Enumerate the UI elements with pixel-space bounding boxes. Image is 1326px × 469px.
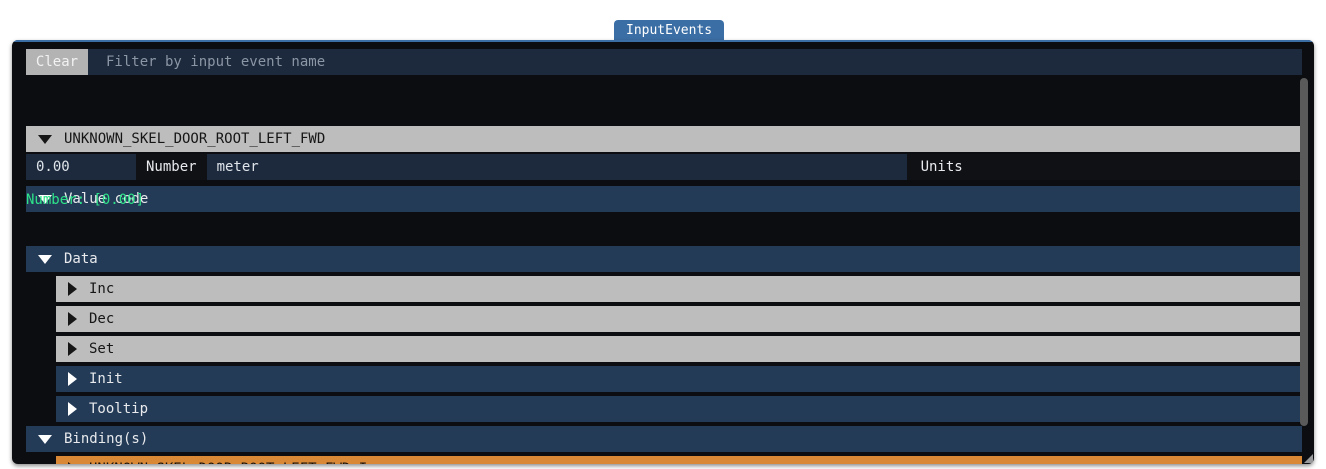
toolbar: Clear Filter by input event name bbox=[26, 49, 1302, 75]
bindings-section-header-row[interactable]: Binding(s) bbox=[26, 426, 1302, 452]
value-number-text: 0.00 bbox=[36, 159, 70, 175]
clear-button-label: Clear bbox=[35, 54, 79, 70]
value-code-text: Number: [0.00] bbox=[26, 192, 145, 208]
triangle-right-icon[interactable] bbox=[68, 462, 77, 464]
data-item-label: Set bbox=[89, 341, 115, 357]
tab-strip: InputEvents bbox=[0, 0, 1326, 42]
binding-item-row[interactable]: UNKNOWN_SKEL_DOOR_ROOT_LEFT_FWD_Inc bbox=[56, 456, 1302, 464]
triangle-down-icon[interactable] bbox=[38, 194, 52, 204]
event-header-row[interactable]: UNKNOWN_SKEL_DOOR_ROOT_LEFT_FWD bbox=[26, 126, 1302, 152]
data-item-inc[interactable]: Inc bbox=[56, 276, 1302, 302]
data-item-label: Tooltip bbox=[89, 401, 149, 417]
value-units-input[interactable]: meter bbox=[206, 154, 907, 180]
scrollbar-thumb[interactable] bbox=[1300, 78, 1308, 426]
event-name-label: UNKNOWN_SKEL_DOOR_ROOT_LEFT_FWD bbox=[64, 131, 326, 147]
units-label: Units bbox=[906, 154, 973, 180]
data-item-label: Init bbox=[89, 371, 123, 387]
value-number-input[interactable]: 0.00 bbox=[26, 154, 136, 180]
vertical-scrollbar[interactable] bbox=[1298, 78, 1310, 458]
value-row: 0.00 Number meter Units bbox=[26, 154, 1302, 180]
bindings-section-header-label: Binding(s) bbox=[64, 431, 149, 447]
filter-placeholder: Filter by input event name bbox=[106, 54, 326, 70]
triangle-down-icon[interactable] bbox=[38, 434, 52, 444]
data-item-label: Dec bbox=[89, 311, 115, 327]
value-units-text: meter bbox=[216, 159, 259, 175]
data-item-dec[interactable]: Dec bbox=[56, 306, 1302, 332]
clear-button[interactable]: Clear bbox=[26, 49, 88, 75]
resize-grip[interactable] bbox=[1304, 454, 1313, 463]
value-code-header-label: Value code bbox=[64, 191, 149, 207]
data-section-header-row[interactable]: Data bbox=[26, 246, 1302, 272]
units-label-text: Units bbox=[920, 159, 963, 175]
data-item-tooltip[interactable]: Tooltip bbox=[56, 396, 1302, 422]
value-code-header-row[interactable]: Value code bbox=[26, 186, 1302, 212]
inputevents-window: Clear Filter by input event name UNKNOWN… bbox=[12, 40, 1314, 464]
tab-inputevents[interactable]: InputEvents bbox=[614, 20, 725, 42]
data-section-header-label: Data bbox=[64, 251, 98, 267]
value-type-label: Number bbox=[136, 154, 207, 180]
window-accent-line bbox=[12, 40, 1314, 42]
data-item-set[interactable]: Set bbox=[56, 336, 1302, 362]
triangle-right-icon[interactable] bbox=[68, 402, 77, 416]
triangle-right-icon[interactable] bbox=[68, 282, 77, 296]
data-item-label: Inc bbox=[89, 281, 115, 297]
tab-label: InputEvents bbox=[626, 23, 713, 38]
data-item-init[interactable]: Init bbox=[56, 366, 1302, 392]
triangle-right-icon[interactable] bbox=[68, 342, 77, 356]
filter-input[interactable]: Filter by input event name bbox=[88, 49, 1302, 75]
triangle-right-icon[interactable] bbox=[68, 312, 77, 326]
triangle-down-icon[interactable] bbox=[38, 134, 52, 144]
triangle-down-icon[interactable] bbox=[38, 254, 52, 264]
value-type-text: Number bbox=[146, 159, 197, 175]
panel-viewport: Clear Filter by input event name UNKNOWN… bbox=[12, 42, 1314, 464]
binding-item-label: UNKNOWN_SKEL_DOOR_ROOT_LEFT_FWD_Inc bbox=[89, 461, 384, 464]
triangle-right-icon[interactable] bbox=[68, 372, 77, 386]
